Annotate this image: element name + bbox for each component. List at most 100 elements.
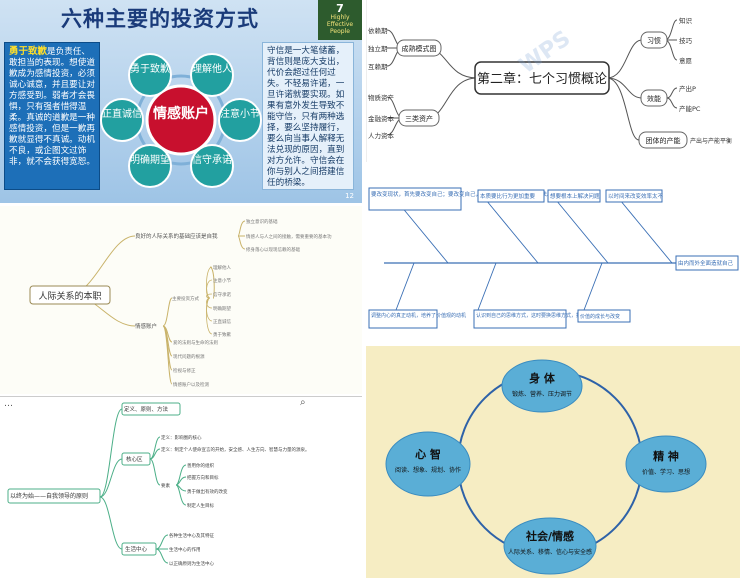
node-text: 锻炼、营养、压力调节 bbox=[512, 390, 572, 398]
leaf: 明确期望 bbox=[213, 305, 231, 312]
branch-label: 效能 bbox=[647, 94, 661, 103]
leaf: 勇于致歉 bbox=[213, 331, 231, 338]
node-title: 社会/情感 bbox=[525, 529, 574, 543]
leaf: 现代问题的根源 bbox=[173, 353, 205, 360]
leaf: 独立期 bbox=[368, 44, 388, 53]
node-mind: 心 智 阅读、想象、规划、协作 bbox=[385, 431, 471, 497]
sub-label: 要素 bbox=[161, 482, 170, 489]
leaf: 物质资产 bbox=[368, 93, 395, 102]
promise-textbox: 守信是一大笔储蓄，背信则是庞大支出，代价会超过任何过失。不轻易许诺，一旦许诺就要… bbox=[262, 42, 354, 190]
fish-head: 由内而外全面造就自己 bbox=[678, 259, 734, 267]
node-social: 社会/情感 人际关系、移情、信心与安全感 bbox=[503, 517, 597, 575]
node-apology: 勇于致歉 bbox=[128, 53, 172, 97]
investment-slide: 六种主要的投资方式 7 Highly Effective People 勇于致歉… bbox=[0, 0, 362, 203]
leaf: 产能PC bbox=[679, 104, 701, 113]
apology-textbox: 勇于致歉是负责任、敢担当的表现。想使道歉成为感情投资，必须诚心诚意，并且要让对方… bbox=[4, 42, 100, 190]
leaf: 信守承诺 bbox=[213, 291, 231, 298]
toolbar-dots-icon[interactable]: … bbox=[4, 399, 13, 409]
node-label: 信守承诺 bbox=[192, 153, 232, 166]
relationship-mindmap: 人际关系的本职 良好的人际关系的基础应该是自我 独立意识的基础 情感人与人之间的… bbox=[0, 206, 362, 394]
node-label: 明确期望 bbox=[130, 153, 170, 166]
cause-text: 调整内心的真正动机，培养了价值观的动机 bbox=[371, 312, 466, 319]
node-label: 注意小节 bbox=[220, 107, 260, 120]
branch-label: 成熟模式图 bbox=[402, 44, 437, 53]
branch-label: 定义、原则、方法 bbox=[124, 405, 169, 413]
leaf: 意愿 bbox=[679, 56, 693, 65]
node-expectation: 明确期望 bbox=[128, 144, 172, 188]
leaf: 以正确原则为生活中心 bbox=[169, 560, 214, 567]
search-icon[interactable]: ⌕ bbox=[300, 397, 306, 408]
branch-label: 习惯 bbox=[647, 36, 661, 45]
cause-text: 本质要比行为更加重要 bbox=[480, 192, 536, 200]
fishbone-svg: 要改变现状，首先要改变自己；要改变自己，先要改变我们对问题的看法。 本质要比行为… bbox=[368, 187, 739, 329]
leaf: 注意小节 bbox=[213, 277, 231, 284]
center-label: 情感账户 bbox=[153, 105, 209, 122]
book-badge: 7 Highly Effective People bbox=[318, 0, 362, 40]
node-text: 人际关系、移情、信心与安全感 bbox=[508, 548, 592, 556]
node-understand: 理解他人 bbox=[190, 53, 234, 97]
leaf: 定义：制定个人使命宣言的开始，安全感、人生方向、智慧与力量的源泉。 bbox=[161, 446, 310, 453]
leaf: 独立意识的基础 bbox=[246, 218, 278, 225]
node-label: 理解他人 bbox=[192, 62, 232, 75]
leaf: 知识 bbox=[679, 16, 693, 25]
node-title: 心 智 bbox=[415, 447, 441, 461]
branch-label: 良好的人际关系的基础应该是自我 bbox=[135, 232, 218, 240]
node-body: 身 体 锻炼、营养、压力调节 bbox=[501, 359, 583, 413]
cause-text: 价值的成长与改变 bbox=[580, 313, 620, 320]
leaf: 善用你的组织 bbox=[187, 462, 214, 469]
renewal-cycle-diagram: 身 体 锻炼、营养、压力调节 精 神 价值、学习、思想 社会/情感 人际关系、移… bbox=[366, 346, 740, 578]
habits-mindmap-svg: 第二章：七个习惯概论 成熟模式图 三类资产 依赖期 独立期 互赖期 物质资产 金… bbox=[368, 16, 732, 149]
sub-label: 主要投资方式 bbox=[172, 295, 199, 302]
node-text: 阅读、想象、规划、协作 bbox=[395, 466, 461, 474]
branch-label: 核心区 bbox=[126, 455, 143, 463]
renewal-cycle-svg: 身 体 锻炼、营养、压力调节 精 神 价值、学习、思想 社会/情感 人际关系、移… bbox=[385, 359, 707, 575]
leaf: 勇于做出有效的改变 bbox=[187, 488, 228, 495]
cause-text: 想要根本上解决问题 bbox=[550, 192, 600, 200]
node-details: 注意小节 bbox=[218, 98, 262, 142]
leaf: 正直诚信 bbox=[213, 318, 231, 325]
branch-label: 生活中心 bbox=[125, 545, 148, 553]
center-topic: 人际关系的本职 bbox=[38, 290, 101, 302]
leaf: 制定人生目标 bbox=[187, 502, 214, 509]
leaf: 金融资本 bbox=[368, 114, 395, 123]
leaf: 技巧 bbox=[679, 36, 693, 45]
leaf: 情感账户以及检测 bbox=[173, 381, 209, 388]
node-text: 价值、学习、思想 bbox=[642, 468, 690, 476]
end-in-mind-svg: 以终为始——自我领导的原则 定义、原则、方法 核心区 定义：影响圈的核心 定义：… bbox=[7, 402, 310, 567]
branch-label: 三类资产 bbox=[405, 114, 433, 123]
leaf: 依赖期 bbox=[368, 26, 388, 35]
node-label: 勇于致歉 bbox=[130, 62, 170, 75]
leaf: 互赖期 bbox=[368, 62, 388, 71]
node-title: 精 神 bbox=[653, 449, 679, 463]
root-topic: 以终为始——自我领导的原则 bbox=[10, 492, 88, 500]
leaf: 检视与修正 bbox=[173, 367, 196, 374]
fishbone-diagram: 要改变现状，首先要改变自己；要改变自己，先要改变我们对问题的看法。 本质要比行为… bbox=[366, 166, 740, 342]
node-spirit: 精 神 价值、学习、思想 bbox=[625, 435, 707, 493]
leaf: 定义：影响圈的核心 bbox=[161, 434, 202, 441]
cause-text: 要改变现状，首先要改变自己；要改变自己，先要改变我们对问题的看法。 bbox=[371, 190, 553, 198]
leaf: 产出P bbox=[679, 84, 696, 93]
relationship-mindmap-svg: 人际关系的本职 良好的人际关系的基础应该是自我 独立意识的基础 情感人与人之间的… bbox=[29, 218, 332, 388]
leaf: 把握方向和目标 bbox=[187, 474, 219, 481]
account-diagram: 情感账户 勇于致歉 理解他人 注意小节 信守承诺 明确期望 正直诚信 bbox=[100, 53, 262, 188]
leaf: 各种生活中心及其特征 bbox=[169, 532, 214, 539]
node-promise: 信守承诺 bbox=[190, 144, 234, 188]
node-title: 身 体 bbox=[529, 371, 556, 385]
leaf: 情感人与人之间的接触，需要重要的基本功 bbox=[246, 233, 332, 240]
leaf: 理解他人 bbox=[213, 264, 231, 271]
cause-text: 认识到自己的思维方式，这时要换思维方式，把不能改善的东西 bbox=[476, 312, 616, 319]
slide-title: 六种主要的投资方式 bbox=[61, 7, 259, 31]
leaf: 生活中心的作用 bbox=[169, 546, 201, 553]
center-circle bbox=[145, 84, 217, 156]
leaf: 人力资本 bbox=[368, 131, 395, 140]
leaf: 修身落心以现现信赖的基础 bbox=[246, 246, 300, 253]
page-number: 12 bbox=[345, 192, 354, 200]
node-integrity: 正直诚信 bbox=[100, 98, 144, 142]
leaf: 爱的法则与生命的法则 bbox=[173, 339, 218, 346]
node-label: 正直诚信 bbox=[102, 107, 142, 120]
habits-mindmap: WPS 第二章：七个习惯概论 成熟模式图 三类资产 依赖期 独立期 互赖期 物质… bbox=[366, 0, 740, 162]
cause-text: 以时间来改变效率太不 bbox=[608, 192, 664, 200]
leaf: 产出与产能平衡 bbox=[690, 137, 732, 145]
branch-label: 情感账户 bbox=[135, 322, 157, 330]
branch-label: 团体的产能 bbox=[646, 136, 681, 145]
